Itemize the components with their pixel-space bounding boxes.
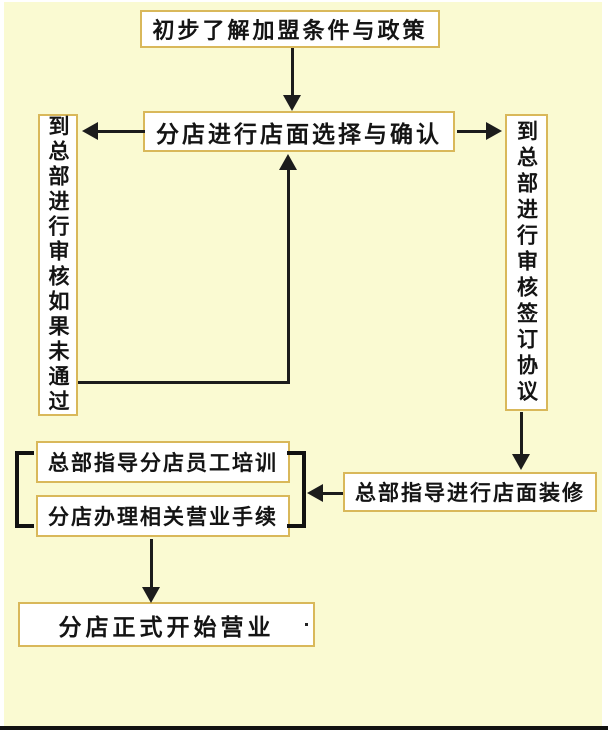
node-review-sign-label: 到总部进行审核签订协议 (514, 119, 540, 406)
node-business-procedures: 分店办理相关营业手续 (36, 495, 290, 537)
arrowhead-down-icon (142, 587, 160, 603)
node-staff-training-label: 总部指导分店员工培训 (48, 450, 278, 475)
arrowhead-left-icon (82, 122, 98, 140)
arrowhead-up-icon (279, 154, 297, 170)
node-business-procedures-label: 分店办理相关营业手续 (48, 504, 278, 529)
arrow-line (457, 130, 487, 133)
arrow-line (95, 130, 145, 133)
node-review-not-passed-label: 到总部进行审核如果未通过 (46, 115, 71, 415)
arrow-line (287, 168, 290, 383)
arrow-line (291, 48, 294, 96)
node-site-selection: 分店进行店面选择与确认 (143, 111, 455, 152)
arrow-line (150, 539, 153, 589)
node-decoration-label: 总部指导进行店面装修 (355, 480, 585, 505)
node-review-not-passed: 到总部进行审核如果未通过 (38, 114, 78, 416)
node-review-sign: 到总部进行审核签订协议 (505, 114, 548, 411)
arrow-line (78, 381, 290, 384)
arrowhead-down-icon (512, 454, 530, 470)
arrowhead-right-icon (486, 122, 502, 140)
arrowhead-down-icon (283, 95, 301, 111)
bottom-border-line (0, 726, 608, 730)
node-site-selection-label: 分店进行店面选择与确认 (156, 120, 442, 148)
stray-dot (305, 623, 308, 626)
node-intro-label: 初步了解加盟条件与政策 (152, 18, 428, 44)
node-opening-label: 分店正式开始营业 (58, 613, 275, 641)
node-staff-training: 总部指导分店员工培训 (36, 441, 290, 483)
group-bracket-left (15, 451, 34, 528)
node-intro: 初步了解加盟条件与政策 (140, 10, 440, 48)
arrowhead-left-icon (307, 484, 323, 502)
arrow-line (320, 492, 343, 495)
node-opening: 分店正式开始营业 (18, 602, 315, 647)
arrow-line (520, 412, 523, 456)
node-decoration: 总部指导进行店面装修 (343, 472, 597, 512)
group-bracket-right (287, 451, 306, 528)
